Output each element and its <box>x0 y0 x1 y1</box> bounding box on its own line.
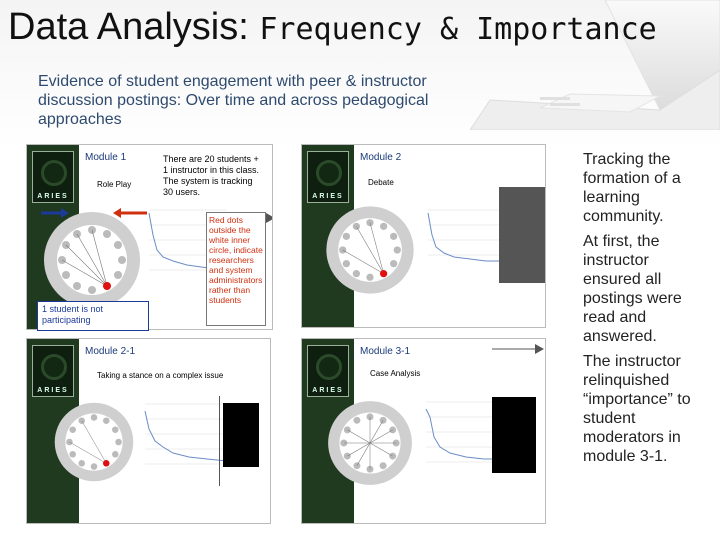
aries-logo-icon: ARIES <box>307 345 349 397</box>
page-subtitle: Evidence of student engagement with peer… <box>38 73 429 128</box>
page-title: Data Analysis: Frequency & Importance <box>8 6 657 48</box>
network-graph <box>44 212 140 308</box>
network-graph <box>326 206 414 294</box>
module-panel-4: ARIES Module 3-1 Case Analysis <box>301 338 546 524</box>
arrow-left-icon <box>113 208 147 218</box>
summary-text: Tracking the formation of a learning com… <box>583 150 708 472</box>
note-students: There are 20 students + 1 instructor in … <box>163 154 263 198</box>
module-panel-3: ARIES Module 2-1 Taking a stance on a co… <box>26 338 271 524</box>
summary-paragraph: At first, the instructor ensured all pos… <box>583 233 682 345</box>
module-label: Module 1 <box>85 152 127 163</box>
module-caption: Case Analysis <box>370 369 421 378</box>
module-caption: Debate <box>368 178 394 187</box>
module-caption: Role Play <box>97 180 132 189</box>
laptop-icon <box>469 0 720 130</box>
network-graph <box>54 402 134 482</box>
decay-line-chart <box>144 403 228 465</box>
black-block <box>499 187 545 283</box>
bracket-line <box>219 396 220 486</box>
note-red-dots: Red dots outside the white inner circle,… <box>206 212 266 326</box>
note-not-participating: 1 student is not participating <box>37 301 149 331</box>
black-block <box>223 403 259 467</box>
decay-line-chart <box>425 401 504 463</box>
network-graph <box>328 401 412 485</box>
module-label: Module 2-1 <box>85 346 136 357</box>
decay-line-chart <box>427 209 500 262</box>
summary-paragraph: Tracking the formation of a learning com… <box>583 151 681 225</box>
aries-logo-icon: ARIES <box>307 151 349 203</box>
summary-paragraph: The instructor relinquished “importance”… <box>583 353 691 465</box>
arrow-right-icon <box>41 208 69 218</box>
arrow-right-icon <box>492 344 544 354</box>
page-title-sub: Frequency & Importance <box>259 12 657 47</box>
black-block <box>492 397 536 473</box>
aries-logo-icon: ARIES <box>32 151 74 203</box>
module-caption: Taking a stance on a complex issue <box>97 371 224 380</box>
module-label: Module 3-1 <box>360 346 411 357</box>
aries-logo-icon: ARIES <box>32 345 74 397</box>
module-panel-2: ARIES Module 2 Debate <box>301 144 546 328</box>
module-label: Module 2 <box>360 152 402 163</box>
